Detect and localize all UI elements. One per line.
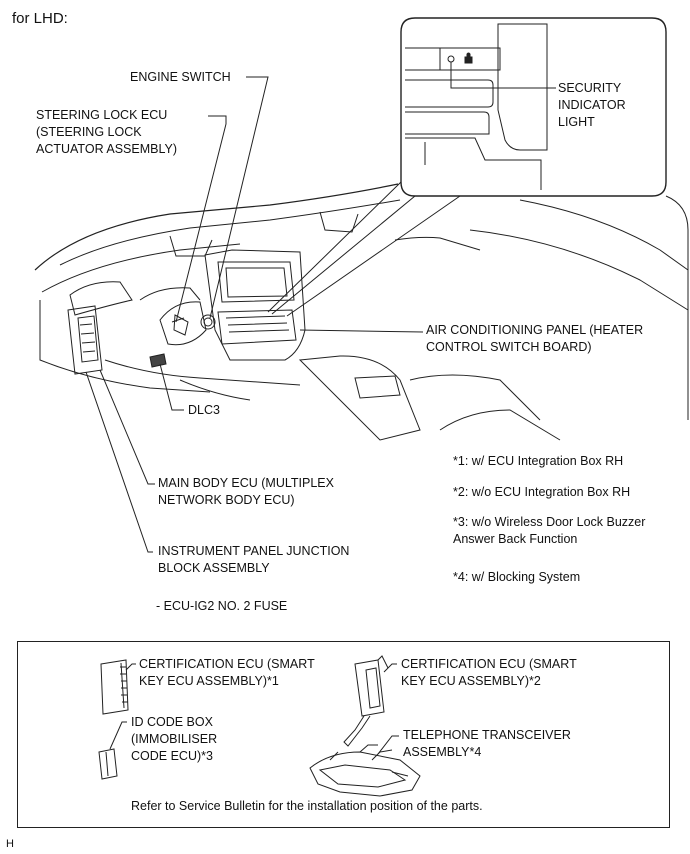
parts-box	[17, 641, 670, 828]
junction-block-part	[67, 305, 103, 375]
inset-frame	[400, 17, 667, 197]
junction-block-leader	[85, 371, 153, 553]
dash-top-contour	[34, 183, 399, 271]
steering-lock-ecu-label: STEERING LOCK ECU (STEERING LOCK ACTUATO…	[36, 108, 178, 156]
main-body-ecu-label: MAIN BODY ECU (MULTIPLEX NETWORK BODY EC…	[158, 476, 334, 507]
cert-ecu-1-label: CERTIFICATION ECU (SMART KEY ECU ASSEMBL…	[139, 657, 315, 688]
note-2: *2: w/o ECU Integration Box RH	[453, 485, 631, 499]
id-code-box-part	[98, 748, 118, 780]
ecu-ig2-fuse-label: - ECU-IG2 NO. 2 FUSE	[156, 599, 288, 613]
instrument-panel-jb-label: INSTRUMENT PANEL JUNCTION BLOCK ASSEMBLY	[158, 544, 350, 575]
security-indicator-label: SECURITY INDICATOR LIGHT	[558, 81, 626, 129]
ac-panel-label: AIR CONDITIONING PANEL (HEATER CONTROL S…	[426, 323, 644, 354]
indicator-lamp-icon	[447, 55, 455, 63]
refer-note: Refer to Service Bulletin for the instal…	[131, 799, 483, 813]
steering-lock-leader	[175, 115, 227, 323]
engine-switch-leader	[209, 76, 269, 319]
cert-ecu-2-part	[343, 655, 389, 747]
note-3: *3: w/o Wireless Door Lock Buzzer Answer…	[453, 515, 646, 546]
id-code-box-label: ID CODE BOX (IMMOBILISER CODE ECU)*3	[131, 715, 218, 763]
ac-panel-part	[217, 309, 297, 345]
cert-ecu-2-label: CERTIFICATION ECU (SMART KEY ECU ASSEMBL…	[401, 657, 577, 688]
cert-ecu-1-part	[100, 659, 129, 715]
engine-switch-label: ENGINE SWITCH	[130, 70, 231, 84]
telephone-transceiver-part	[309, 744, 421, 797]
dlc3-connector	[149, 353, 167, 368]
ac-panel-leader	[299, 329, 424, 333]
security-lock-icon	[464, 52, 473, 64]
note-1: *1: w/ ECU Integration Box RH	[453, 454, 624, 468]
figure-code: H	[6, 838, 14, 850]
dlc3-label: DLC3	[188, 403, 220, 417]
note-4: *4: w/ Blocking System	[453, 570, 581, 584]
centre-stack	[204, 249, 306, 361]
dlc3-leader	[159, 363, 184, 411]
main-body-leader	[99, 369, 155, 485]
diagram-title: for LHD:	[12, 10, 68, 27]
telephone-transceiver-label: TELEPHONE TRANSCEIVER ASSEMBLY*4	[403, 728, 571, 759]
